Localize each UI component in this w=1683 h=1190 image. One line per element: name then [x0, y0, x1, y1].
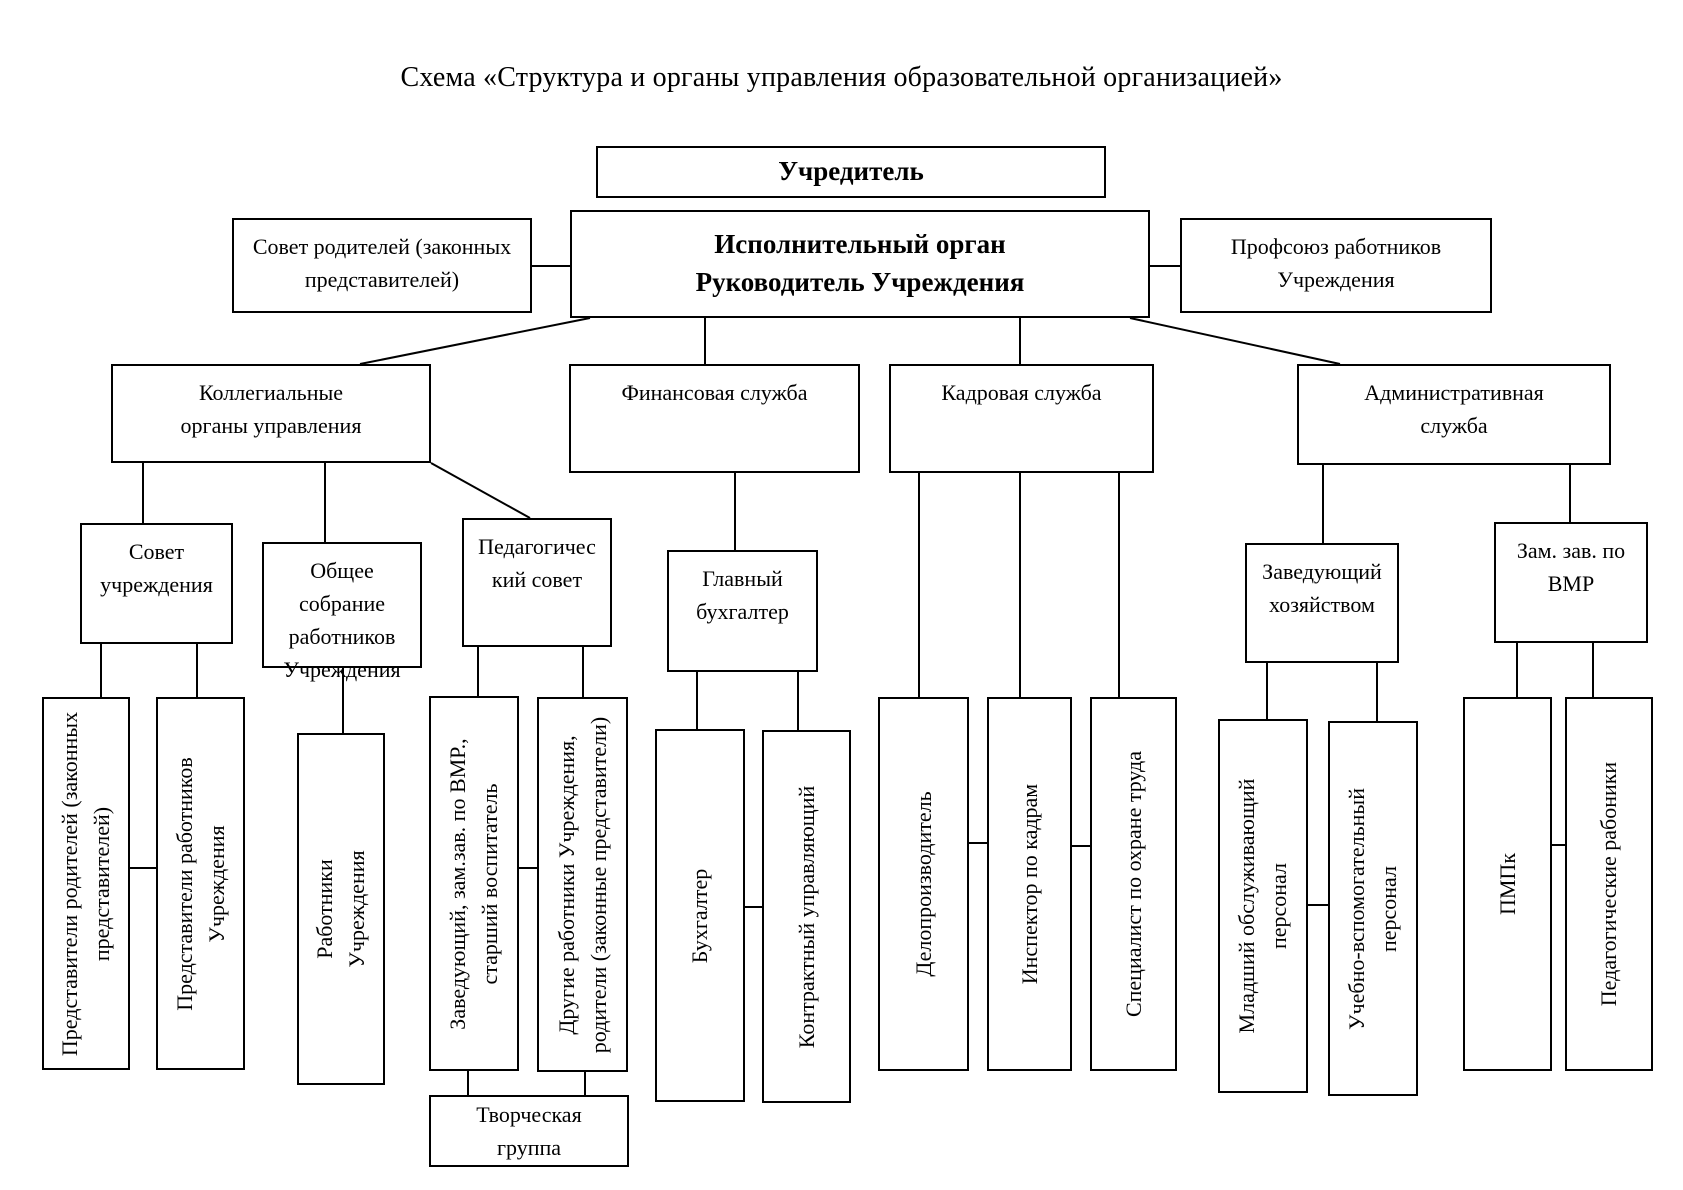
node-executive-label: Исполнительный орган Руководитель Учрежд… [695, 229, 1025, 297]
node-parents_council: Совет родителей (законных представителей… [232, 218, 532, 313]
node-b9: Инспектор по кадрам [987, 697, 1072, 1071]
node-b5-label: Другие работники Учреждения, родители (з… [553, 716, 611, 1053]
node-b12: Учебно-вспомогательный персонал [1328, 721, 1418, 1096]
node-b4: Заведующий, зам.зав. по ВМР., старший во… [429, 696, 519, 1071]
node-admin-label: Административная служба [1364, 380, 1544, 438]
node-b6: Бухгалтер [655, 729, 745, 1102]
node-b11-label: Младший обслуживающий персонал [1234, 778, 1291, 1034]
node-b3: Работники Учреждения [297, 733, 385, 1085]
node-b7-label: Контрактный управляющий [793, 785, 819, 1048]
node-finance: Финансовая служба [569, 364, 860, 473]
node-b14: Педагогические рабоники [1565, 697, 1653, 1071]
node-b5: Другие работники Учреждения, родители (з… [537, 697, 628, 1072]
node-b2: Представители работников Учреждения [156, 697, 245, 1070]
node-executive: Исполнительный орган Руководитель Учрежд… [570, 210, 1150, 318]
node-hr: Кадровая служба [889, 364, 1154, 473]
node-b2-label: Представители работников Учреждения [171, 756, 229, 1011]
node-union: Профсоюз работников Учреждения [1180, 218, 1492, 313]
node-b4-label: Заведующий, зам.зав. по ВМР., старший во… [445, 737, 502, 1030]
node-b1-label: Представители родителей (законных предст… [57, 711, 114, 1056]
node-union-label: Профсоюз работников Учреждения [1230, 234, 1442, 292]
node-parents_council-label: Совет родителей (законных представителей… [252, 234, 512, 292]
node-obschee-label: Общее собрание работников Учреждения [283, 558, 401, 682]
node-sovet_uchr-label: Совет учреждения [100, 539, 213, 597]
node-b8-label: Делопроизводитель [910, 791, 936, 977]
node-b6-label: Бухгалтер [687, 868, 713, 963]
node-creative-label: Творческая группа [476, 1102, 582, 1160]
node-glavbuh-label: Главный бухгалтер [696, 566, 789, 624]
node-obschee: Общее собрание работников Учреждения [262, 542, 422, 682]
node-b3-label: Работники Учреждения [312, 850, 369, 968]
node-admin: Административная служба [1297, 364, 1611, 465]
node-zamzav-label: Зам. зав. по ВМР [1516, 538, 1626, 596]
node-b8: Делопроизводитель [878, 697, 969, 1071]
node-b10: Специалист по охране труда [1090, 697, 1177, 1071]
node-collegial: Коллегиальные органы управления [111, 364, 431, 463]
node-b1: Представители родителей (законных предст… [42, 697, 130, 1070]
node-glavbuh: Главный бухгалтер [667, 550, 818, 672]
node-hr-label: Кадровая служба [941, 380, 1102, 405]
node-b13: ПМПк [1463, 697, 1552, 1071]
node-zamzav: Зам. зав. по ВМР [1494, 522, 1648, 643]
node-founder: Учредитель [596, 146, 1106, 198]
node-b12-label: Учебно-вспомогательный персонал [1344, 787, 1401, 1030]
node-pedsovet: Педагогичес кий совет [462, 518, 612, 647]
node-b11: Младший обслуживающий персонал [1218, 719, 1308, 1093]
node-b7: Контрактный управляющий [762, 730, 851, 1103]
node-b13-label: ПМПк [1494, 852, 1520, 916]
node-founder-label: Учредитель [778, 156, 924, 187]
node-b14-label: Педагогические рабоники [1596, 761, 1622, 1007]
node-finance-label: Финансовая служба [621, 380, 808, 405]
node-sovet_uchr: Совет учреждения [80, 523, 233, 644]
node-pedsovet-label: Педагогичес кий совет [478, 534, 596, 592]
node-collegial-label: Коллегиальные органы управления [180, 380, 362, 438]
diagram-title: Схема «Структура и органы управления обр… [400, 62, 1283, 93]
node-b10-label: Специалист по охране труда [1120, 750, 1146, 1018]
node-zavhoz-label: Заведующий хозяйством [1262, 559, 1382, 617]
node-creative: Творческая группа [429, 1095, 629, 1167]
node-b9-label: Инспектор по кадрам [1016, 783, 1042, 985]
node-zavhoz: Заведующий хозяйством [1245, 543, 1399, 663]
